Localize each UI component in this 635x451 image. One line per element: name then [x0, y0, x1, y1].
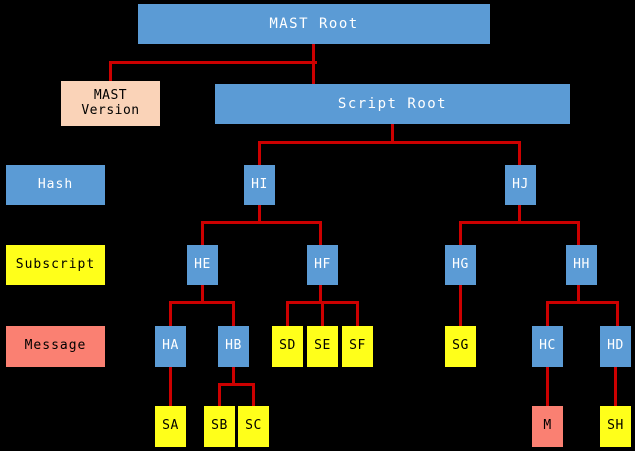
edge-hb-to-sc — [252, 383, 255, 406]
node-label-sd: SD — [279, 338, 296, 354]
legend-label-hash: Hash — [37, 176, 74, 192]
node-mast-version[interactable]: MAST Version — [61, 81, 160, 126]
node-hg[interactable]: HG — [445, 245, 476, 285]
edge-scriptroot-to-hj — [518, 141, 521, 165]
edge-mastroot-bus — [109, 61, 317, 64]
edge-hf-to-sf — [356, 301, 359, 326]
node-hc[interactable]: HC — [532, 326, 563, 367]
node-label-se: SE — [314, 338, 331, 354]
node-hj[interactable]: HJ — [505, 165, 536, 205]
node-label-hj: HJ — [512, 176, 529, 192]
node-label-sa: SA — [162, 418, 179, 434]
legend-item-subscript: Subscript — [6, 245, 105, 285]
edge-hi-to-hf — [319, 221, 322, 245]
edge-he-to-ha — [169, 301, 172, 326]
node-sh[interactable]: SH — [600, 406, 631, 447]
node-label-hd: HD — [607, 338, 624, 354]
edge-hj-stem — [518, 205, 521, 223]
edge-hh-bus — [546, 301, 619, 304]
node-hh[interactable]: HH — [566, 245, 597, 285]
edge-hh-to-hd — [616, 301, 619, 326]
edge-hj-to-hg — [459, 221, 462, 245]
node-sg[interactable]: SG — [445, 326, 476, 367]
edge-hc-to-m — [546, 367, 549, 406]
edge-hd-to-sh — [614, 367, 617, 406]
node-hd[interactable]: HD — [600, 326, 631, 367]
edge-hf-stem — [319, 285, 322, 303]
edge-hh-stem — [577, 285, 580, 303]
node-label-hh: HH — [573, 256, 590, 272]
node-sd[interactable]: SD — [272, 326, 303, 367]
node-se[interactable]: SE — [307, 326, 338, 367]
edge-he-to-hb — [232, 301, 235, 326]
node-ha[interactable]: HA — [155, 326, 186, 367]
edge-scriptroot-stem — [391, 124, 394, 143]
node-label-hc: HC — [539, 338, 556, 354]
node-label-sf: SF — [349, 338, 366, 354]
node-mast-root[interactable]: MAST Root — [138, 4, 490, 44]
edge-scriptroot-bus — [258, 141, 520, 144]
node-sa[interactable]: SA — [155, 406, 186, 447]
node-label-hb: HB — [225, 338, 242, 354]
node-label-mast-root: MAST Root — [269, 15, 359, 32]
edge-hb-stem — [232, 367, 235, 385]
legend-item-message: Message — [6, 326, 105, 367]
edge-hi-stem — [258, 205, 261, 223]
node-label-hf: HF — [314, 256, 331, 272]
node-label-hg: HG — [452, 256, 469, 272]
node-label-mast-version: MAST Version — [81, 87, 140, 118]
node-hb[interactable]: HB — [218, 326, 249, 367]
edge-hj-bus — [459, 221, 580, 224]
node-he[interactable]: HE — [187, 245, 218, 285]
node-label-ha: HA — [162, 338, 179, 354]
edge-he-bus — [169, 301, 235, 304]
edge-mastroot-to-scriptroot — [312, 61, 315, 84]
node-label-sc: SC — [245, 418, 262, 434]
edge-hj-to-hh — [577, 221, 580, 245]
edge-ha-to-sa — [169, 367, 172, 406]
edge-scriptroot-to-hi — [258, 141, 261, 165]
node-hi[interactable]: HI — [244, 165, 275, 205]
edge-hi-to-he — [201, 221, 204, 245]
node-sf[interactable]: SF — [342, 326, 373, 367]
legend-label-message: Message — [24, 338, 87, 354]
node-label-hi: HI — [251, 176, 268, 192]
edge-mastroot-to-version — [109, 61, 112, 81]
node-sc[interactable]: SC — [238, 406, 269, 447]
node-hf[interactable]: HF — [307, 245, 338, 285]
legend-label-subscript: Subscript — [15, 256, 96, 272]
edge-he-stem — [201, 285, 204, 303]
edge-hg-to-sg — [459, 285, 462, 326]
legend-item-hash: Hash — [6, 165, 105, 205]
node-label-he: HE — [194, 256, 211, 272]
node-label-sg: SG — [452, 338, 469, 354]
edge-hf-to-se — [321, 301, 324, 326]
node-script-root[interactable]: Script Root — [215, 84, 570, 124]
edge-mastroot-stem — [312, 43, 315, 63]
node-m[interactable]: M — [532, 406, 563, 447]
edge-hb-to-sb — [218, 383, 221, 406]
edge-hf-to-sd — [286, 301, 289, 326]
edge-hi-bus — [201, 221, 322, 224]
node-label-sb: SB — [211, 418, 228, 434]
node-label-sh: SH — [607, 418, 624, 434]
node-label-script-root: Script Root — [337, 95, 448, 112]
edge-hh-to-hc — [546, 301, 549, 326]
node-label-m: M — [543, 418, 552, 434]
node-sb[interactable]: SB — [204, 406, 235, 447]
edge-hb-bus — [218, 383, 255, 386]
